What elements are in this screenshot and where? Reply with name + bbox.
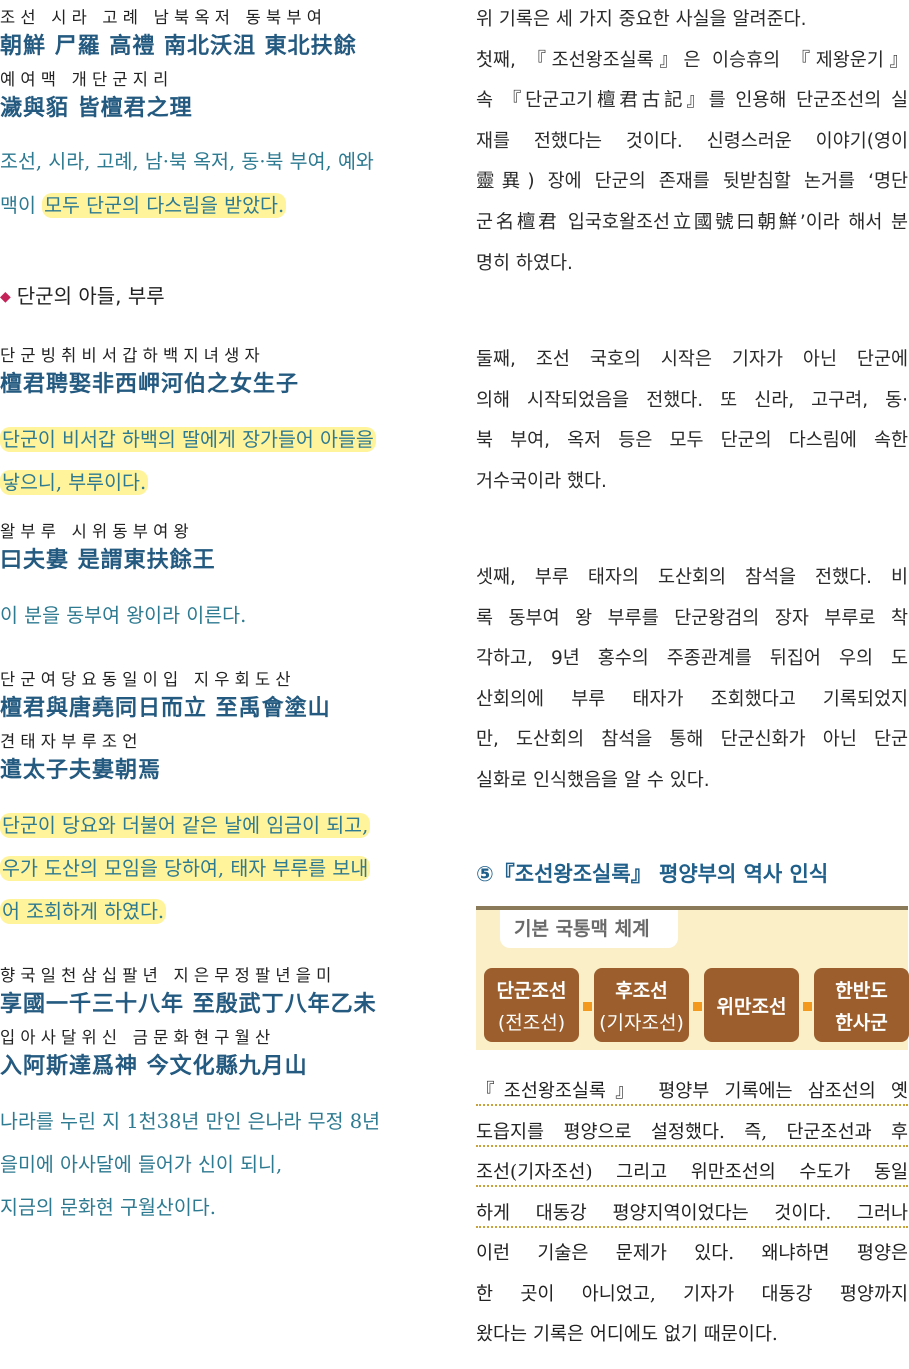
lineage-card: 한반도 한사군 [814,968,909,1042]
lineage-card: 후조선 (기자조선) [594,968,689,1042]
reading-line: 왈부루 시위동부여왕 [0,522,194,541]
hanja-line: 濊與貊 皆檀君之理 [0,95,193,121]
lineage-card: 위만조선 [704,968,799,1042]
translation-line: 단군이 비서갑 하백의 딸에게 장가들어 아들을 [0,427,376,452]
section-title: ⑤『조선왕조실록』 평양부의 역사 인식 [476,862,829,886]
reading-line: 향국일천삼십팔년 지은무정팔년을미 [0,966,337,985]
hanja-line: 入阿斯達爲神 今文化縣九月山 [0,1053,308,1079]
translation-line: 단군이 당요와 더불어 같은 날에 임금이 되고, [0,813,371,838]
diamond-bullet-icon: ◆ [0,289,11,305]
reading-line: 단군여당요동일이입 지우회도산 [0,670,296,689]
hanja-line: 享國一千三十八年 至殷武丁八年乙未 [0,991,377,1017]
translation-line: 맥이 모두 단군의 다스림을 받았다. [0,193,287,218]
translation-line: 나라를 누린 지 1천38년 만인 은나라 무정 8년 [0,1110,381,1133]
hanja-line: 朝鮮 尸羅 高禮 南北沃沮 東北扶餘 [0,33,357,59]
hanja-line: 檀君與唐堯同日而立 至禹會塗山 [0,695,331,721]
right-column: 위 기록은 세 가지 중요한 사실을 알려준다. 첫째, 『조선왕조실록』은 이… [476,0,909,1369]
translation-line: 이 분을 동부여 왕이라 이른다. [0,604,247,627]
connector-square [803,1002,812,1011]
lineage-diagram: 기본 국통맥 체계 단군조선 (전조선) 후조선 (기자조선) 위만조선 한반도… [476,906,909,1050]
hanja-line: 曰夫婁 是謂東扶餘王 [0,547,216,573]
highlight: 모두 단군의 다스림을 받았다. [42,193,287,218]
paragraph-3: 셋째, 부루 태자의 도산회의 참석을 전했다. 비 록 동부여 왕 부루를 단… [476,567,908,791]
reading-line: 견태자부루조언 [0,732,143,751]
paragraph-1: 위 기록은 세 가지 중요한 사실을 알려준다. 첫째, 『조선왕조실록』은 이… [476,9,908,274]
lineage-card: 단군조선 (전조선) [484,968,579,1042]
paragraph-4: 『조선왕조실록』 평양부 기록에는 삼조선의 옛 도읍지를 평양으로 설정했다.… [476,1081,908,1345]
reading-line: 단군빙취비서갑하백지녀생자 [0,346,265,365]
hanja-line: 檀君聘娶非西岬河伯之女生子 [0,371,300,397]
diagram-tab: 기본 국통맥 체계 [500,910,678,948]
hanja-line: 遣太子夫婁朝焉 [0,757,162,783]
reading-line: 입아사달위신 금문화현구월산 [0,1028,276,1047]
translation-line: 낳으니, 부루이다. [0,470,149,495]
connector-square [693,1002,702,1011]
reading-line: 예여맥 개단군지리 [0,70,174,89]
paragraph-2: 둘째, 조선 국호의 시작은 기자가 아닌 단군에 의해 시작되었음을 전했다.… [476,349,908,492]
translation-line: 을미에 아사달에 들어가 신이 되니, [0,1153,283,1176]
translation-line: 어 조회하게 하였다. [0,899,167,924]
subheading: ◆단군의 아들, 부루 [0,284,165,308]
reading-line: 조선 시라 고례 남북옥저 동북부여 [0,8,328,27]
translation-line: 우가 도산의 모임을 당하여, 태자 부루를 보내 [0,856,371,881]
translation-line: 조선, 시라, 고례, 남·북 옥저, 동·북 부여, 예와 [0,150,374,173]
translation-line: 지금의 문화현 구월산이다. [0,1196,216,1219]
connector-square [583,1002,592,1011]
